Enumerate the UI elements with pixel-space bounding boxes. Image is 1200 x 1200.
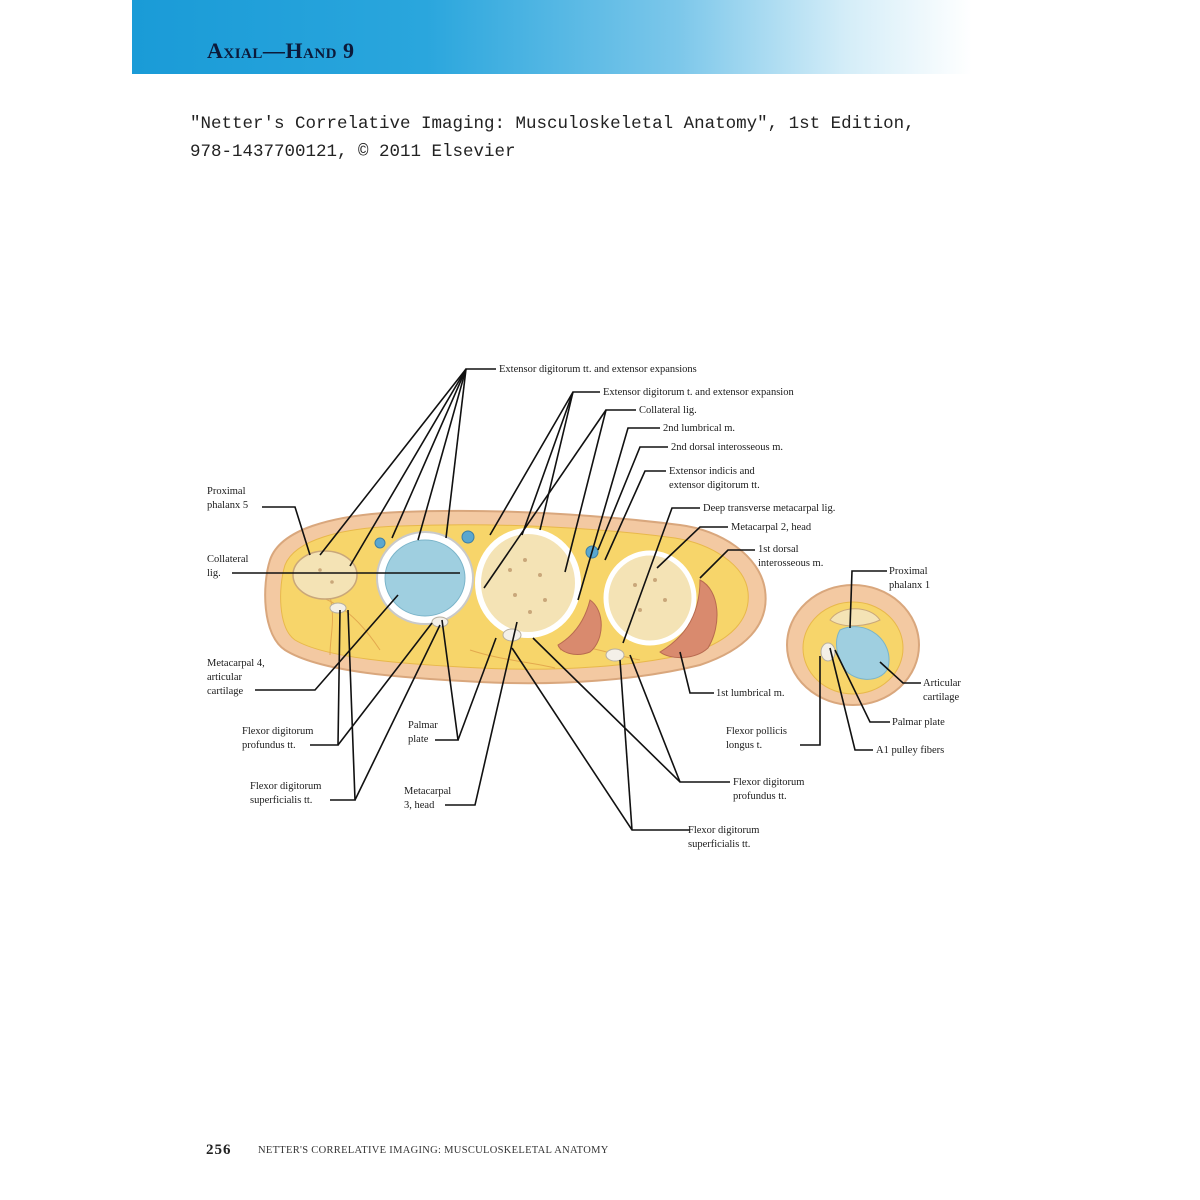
label-articular-cartilage-1: Articular [923, 678, 961, 689]
label-metacarpal-3-2: 3, head [404, 800, 435, 811]
label-fds-left-2: superficialis tt. [250, 795, 312, 806]
label-metacarpal-4-1: Metacarpal 4, [207, 658, 265, 669]
label-palmar-plate-2: plate [408, 734, 429, 745]
label-1st-dorsal-2: interosseous m. [758, 558, 823, 569]
label-1st-lumbrical: 1st lumbrical m. [716, 688, 785, 699]
label-proximal-phalanx-5-1: Proximal [207, 486, 246, 497]
label-palmar-plate-1: Palmar [408, 720, 438, 731]
label-2nd-dorsal-interosseous: 2nd dorsal interosseous m. [671, 442, 783, 453]
label-fdp-left-1: Flexor digitorum [242, 726, 313, 737]
label-proximal-phalanx-1-1: Proximal [889, 566, 928, 577]
label-a1-pulley: A1 pulley fibers [876, 745, 944, 756]
label-metacarpal-4-2: articular [207, 672, 242, 683]
label-fdp-right-2: profundus tt. [733, 791, 787, 802]
extensor-tendon [375, 538, 385, 548]
label-metacarpal-2-head: Metacarpal 2, head [731, 522, 812, 533]
label-extensor-digitorum-expansion: Extensor digitorum t. and extensor expan… [603, 387, 794, 398]
metacarpal-3 [478, 531, 578, 635]
label-proximal-phalanx-5-2: phalanx 5 [207, 500, 248, 511]
label-1st-dorsal-1: 1st dorsal [758, 544, 799, 555]
label-extensor-digitorum-expansions: Extensor digitorum tt. and extensor expa… [499, 364, 697, 375]
label-extensor-indicis-2: extensor digitorum tt. [669, 480, 760, 491]
label-collateral-lig-left-2: lig. [207, 568, 221, 579]
label-fds-right-2: superficialis tt. [688, 839, 750, 850]
label-collateral-lig-top: Collateral lig. [639, 405, 697, 416]
label-fdp-left-2: profundus tt. [242, 740, 296, 751]
page-number: 256 [206, 1142, 232, 1159]
extensor-tendon [462, 531, 474, 543]
label-fpl-1: Flexor pollicis [726, 726, 787, 737]
label-fds-right-1: Flexor digitorum [688, 825, 759, 836]
label-collateral-lig-left-1: Collateral [207, 554, 248, 565]
running-title: NETTER'S CORRELATIVE IMAGING: MUSCULOSKE… [258, 1145, 609, 1156]
label-extensor-indicis-1: Extensor indicis and [669, 466, 755, 477]
label-deep-transverse: Deep transverse metacarpal lig. [703, 503, 835, 514]
label-fds-left-1: Flexor digitorum [250, 781, 321, 792]
label-metacarpal-3-1: Metacarpal [404, 786, 451, 797]
label-palmar-plate-right: Palmar plate [892, 717, 945, 728]
label-2nd-lumbrical: 2nd lumbrical m. [663, 423, 735, 434]
proximal-phalanx-5 [293, 551, 357, 599]
label-fdp-right-1: Flexor digitorum [733, 777, 804, 788]
metacarpal-4-cartilage [385, 540, 465, 616]
label-articular-cartilage-2: cartilage [923, 692, 959, 703]
label-metacarpal-4-3: cartilage [207, 686, 243, 697]
label-proximal-phalanx-1-2: phalanx 1 [889, 580, 930, 591]
label-fpl-2: longus t. [726, 740, 762, 751]
